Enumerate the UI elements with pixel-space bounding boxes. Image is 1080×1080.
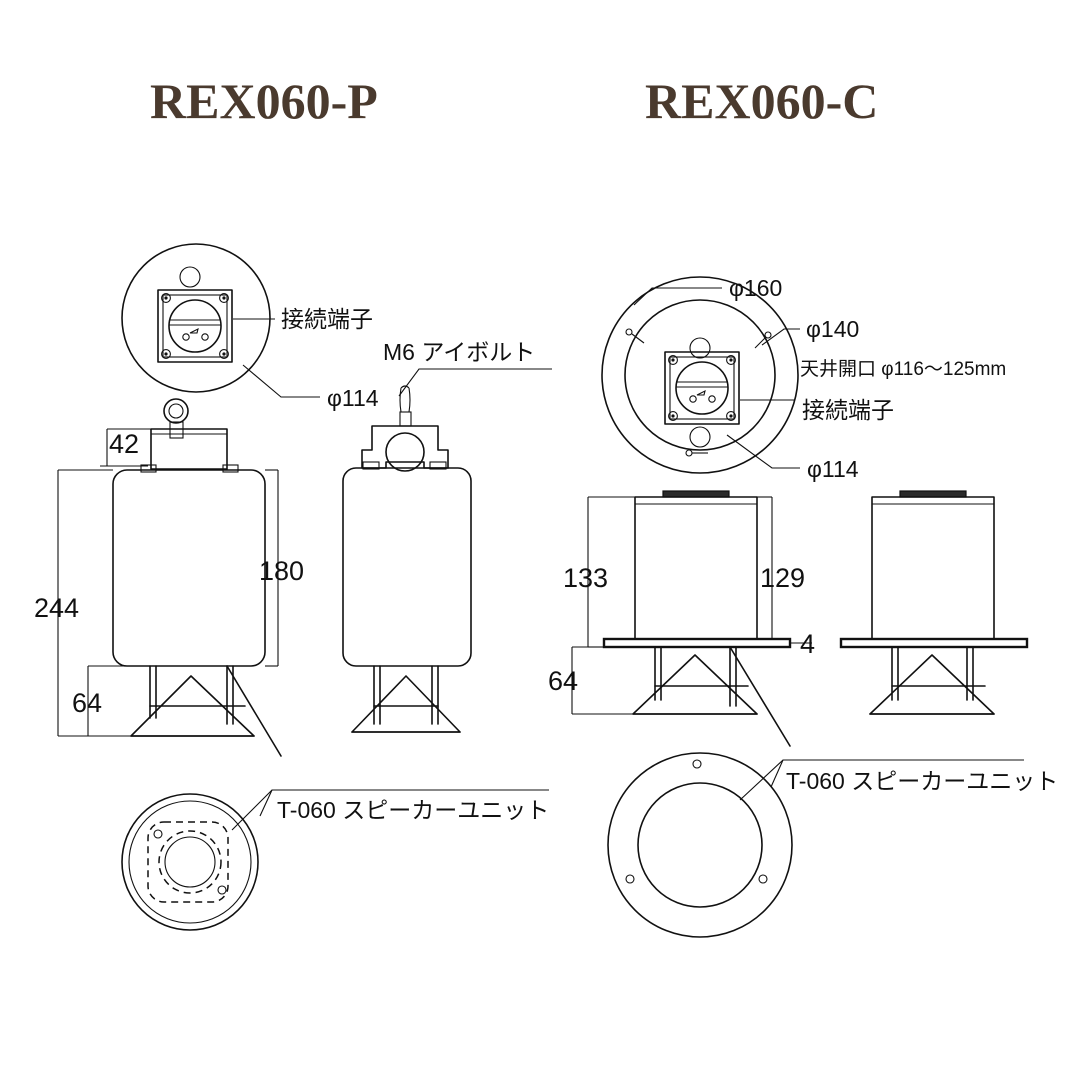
dim-42-group: 42 — [100, 428, 151, 467]
right-bottom-ring: T-060 スピーカーユニット — [607, 752, 1058, 938]
label-d114-left: φ114 — [327, 385, 379, 411]
label-d140: φ140 — [806, 316, 859, 342]
dim-4: 4 — [800, 629, 815, 659]
label-d160: φ160 — [729, 275, 782, 301]
label-terminal-left: 接続端子 — [281, 306, 373, 332]
dim-244-group: 244 — [34, 469, 131, 737]
leader-d140 — [761, 328, 800, 346]
dim-64-right-group: 64 — [548, 646, 633, 715]
right-top-plan: φ160 φ140 天井開口 φ116〜125mm 接続端子 φ114 — [601, 275, 1006, 482]
dim-64-left-group: 64 — [72, 665, 150, 736]
dim-4-group: 4 — [790, 629, 815, 659]
left-bottom-circle: T-060 スピーカーユニット — [121, 789, 549, 931]
label-eyebolt: M6 アイボルト — [383, 339, 535, 365]
leader-d160 — [633, 287, 722, 306]
dim-129: 129 — [760, 563, 805, 593]
dim-64-right: 64 — [548, 666, 578, 696]
leader-eyebolt — [398, 368, 552, 397]
left-front-view: 42 180 244 64 — [34, 398, 304, 757]
left-side-view: M6 アイボルト — [342, 339, 552, 733]
label-terminal-right: 接続端子 — [802, 397, 894, 423]
dim-180-group: 180 — [259, 469, 304, 667]
terminal-plate-left — [157, 289, 233, 363]
left-top-detail-circle: 接続端子 φ114 — [121, 243, 379, 411]
dim-42: 42 — [109, 429, 139, 459]
right-front-view: 133 129 4 64 — [548, 490, 815, 747]
right-drawing-group: φ160 φ140 天井開口 φ116〜125mm 接続端子 φ114 — [548, 275, 1058, 938]
dim-244: 244 — [34, 593, 79, 623]
label-d114-right: φ114 — [807, 456, 859, 482]
dim-129-group: 129 — [757, 496, 805, 640]
title-left: REX060-P — [150, 73, 378, 129]
terminal-plate-right — [664, 351, 740, 425]
ring-marks — [625, 328, 772, 457]
dim-180: 180 — [259, 556, 304, 586]
label-ceiling-opening: 天井開口 φ116〜125mm — [800, 358, 1006, 380]
dim-133: 133 — [563, 563, 608, 593]
label-speaker-unit-left: T-060 スピーカーユニット — [277, 797, 549, 823]
left-drawing-group: 接続端子 φ114 — [34, 243, 552, 931]
label-speaker-unit-right: T-060 スピーカーユニット — [786, 768, 1058, 794]
right-side-view — [839, 490, 1029, 715]
title-right: REX060-C — [645, 73, 878, 129]
leader-d114-right — [726, 434, 800, 469]
dim-64-left: 64 — [72, 688, 102, 718]
leader-d114-left — [242, 364, 320, 398]
